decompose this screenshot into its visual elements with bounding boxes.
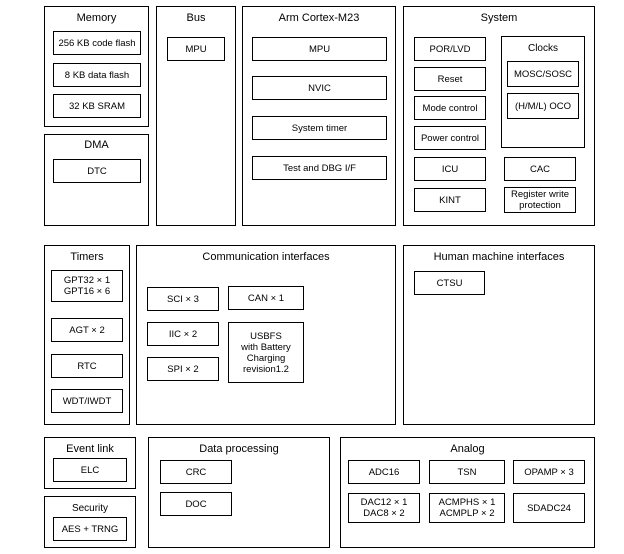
event-link-group: Event link ELC bbox=[44, 437, 136, 489]
comm-group: Communication interfaces SCI × 3 CAN × 1… bbox=[136, 245, 396, 425]
analog-dac: DAC12 × 1 DAC8 × 2 bbox=[348, 493, 420, 523]
analog-title: Analog bbox=[450, 443, 485, 455]
analog-tsn: TSN bbox=[429, 460, 505, 484]
data-processing-title: Data processing bbox=[199, 443, 279, 455]
event-link-elc: ELC bbox=[53, 458, 127, 482]
comm-usbfs: USBFS with Battery Charging revision1.2 bbox=[228, 322, 304, 383]
cpu-system-timer: System timer bbox=[252, 116, 387, 140]
system-reset: Reset bbox=[414, 67, 486, 91]
timers-gpt: GPT32 × 1 GPT16 × 6 bbox=[51, 270, 123, 302]
comm-sci: SCI × 3 bbox=[147, 287, 219, 311]
cpu-title: Arm Cortex-M23 bbox=[278, 12, 360, 24]
system-kint: KINT bbox=[414, 188, 486, 212]
security-title: Security bbox=[71, 503, 109, 514]
security-aes-trng: AES + TRNG bbox=[53, 517, 127, 541]
security-group: Security AES + TRNG bbox=[44, 496, 136, 548]
system-register-write-protection: Register write protection bbox=[504, 187, 576, 213]
clocks-mosc-sosc: MOSC/SOSC bbox=[507, 61, 579, 87]
data-processing-doc: DOC bbox=[160, 492, 232, 516]
system-por-lvd: POR/LVD bbox=[414, 37, 486, 61]
hmi-ctsu: CTSU bbox=[414, 271, 485, 295]
comm-iic: IIC × 2 bbox=[147, 322, 219, 346]
dma-dtc: DTC bbox=[53, 159, 141, 183]
cpu-nvic: NVIC bbox=[252, 76, 387, 100]
dma-group: DMA DTC bbox=[44, 134, 149, 226]
timers-wdt-iwdt: WDT/IWDT bbox=[51, 389, 123, 413]
memory-group: Memory 256 KB code flash 8 KB data flash… bbox=[44, 6, 149, 127]
memory-data-flash: 8 KB data flash bbox=[53, 63, 141, 87]
memory-code-flash: 256 KB code flash bbox=[53, 31, 141, 55]
comm-spi: SPI × 2 bbox=[147, 357, 219, 381]
memory-title: Memory bbox=[76, 12, 117, 24]
system-group: System POR/LVD Reset Mode control Power … bbox=[403, 6, 595, 226]
analog-group: Analog ADC16 TSN OPAMP × 3 DAC12 × 1 DAC… bbox=[340, 437, 595, 548]
system-cac: CAC bbox=[504, 157, 576, 181]
timers-title: Timers bbox=[70, 251, 104, 263]
system-power-control: Power control bbox=[414, 126, 486, 150]
event-link-title: Event link bbox=[66, 443, 114, 455]
timers-agt: AGT × 2 bbox=[51, 318, 123, 342]
system-mode-control: Mode control bbox=[414, 96, 486, 120]
comm-title: Communication interfaces bbox=[202, 251, 330, 263]
cpu-group: Arm Cortex-M23 MPU NVIC System timer Tes… bbox=[242, 6, 396, 226]
timers-rtc: RTC bbox=[51, 354, 123, 378]
analog-adc16: ADC16 bbox=[348, 460, 420, 484]
analog-sdadc24: SDADC24 bbox=[513, 493, 585, 523]
data-processing-group: Data processing CRC DOC bbox=[148, 437, 330, 548]
system-icu: ICU bbox=[414, 157, 486, 181]
analog-opamp: OPAMP × 3 bbox=[513, 460, 585, 484]
clocks-oco: (H/M/L) OCO bbox=[507, 93, 579, 119]
cpu-mpu: MPU bbox=[252, 37, 387, 61]
hmi-title: Human machine interfaces bbox=[433, 251, 565, 263]
bus-mpu: MPU bbox=[167, 37, 225, 61]
comm-can: CAN × 1 bbox=[228, 286, 304, 310]
timers-group: Timers GPT32 × 1 GPT16 × 6 AGT × 2 RTC W… bbox=[44, 245, 130, 425]
bus-group: Bus MPU bbox=[156, 6, 236, 226]
bus-title: Bus bbox=[186, 12, 206, 24]
dma-title: DMA bbox=[84, 139, 109, 151]
analog-acmp: ACMPHS × 1 ACMPLP × 2 bbox=[429, 493, 505, 523]
clocks-group: Clocks MOSC/SOSC (H/M/L) OCO bbox=[501, 36, 585, 148]
data-processing-crc: CRC bbox=[160, 460, 232, 484]
cpu-test-dbg: Test and DBG I/F bbox=[252, 156, 387, 180]
hmi-group: Human machine interfaces CTSU bbox=[403, 245, 595, 425]
memory-sram: 32 KB SRAM bbox=[53, 94, 141, 118]
clocks-title: Clocks bbox=[527, 43, 558, 54]
system-title: System bbox=[480, 12, 518, 24]
